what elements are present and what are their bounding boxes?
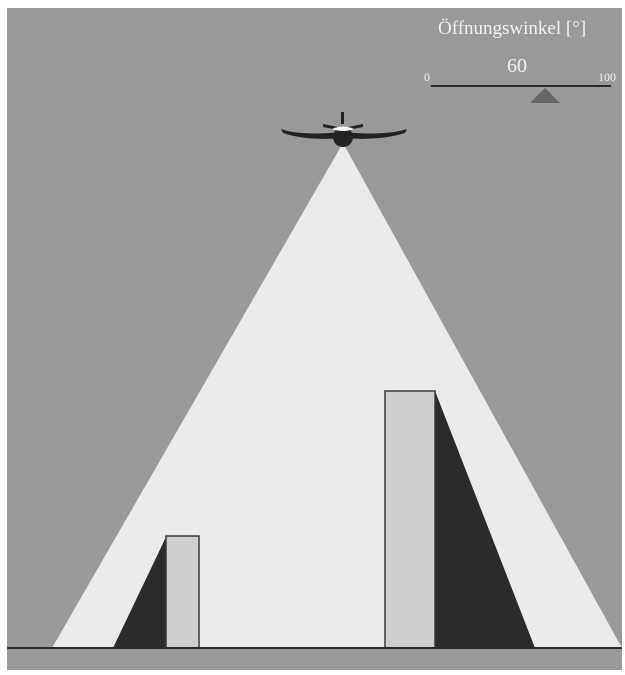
slider-max-label: 100 [598,70,616,85]
slider-min-label: 0 [424,70,430,85]
slider-title: Öffnungswinkel [°] [438,18,586,40]
building-right [385,391,435,648]
slider-thumb[interactable] [530,88,560,103]
opening-angle-control: Öffnungswinkel [°] 60 0 100 [410,16,620,116]
ground [7,648,622,670]
building-left [166,536,199,648]
slider-value: 60 [507,55,527,78]
slider-track[interactable] [431,85,611,87]
